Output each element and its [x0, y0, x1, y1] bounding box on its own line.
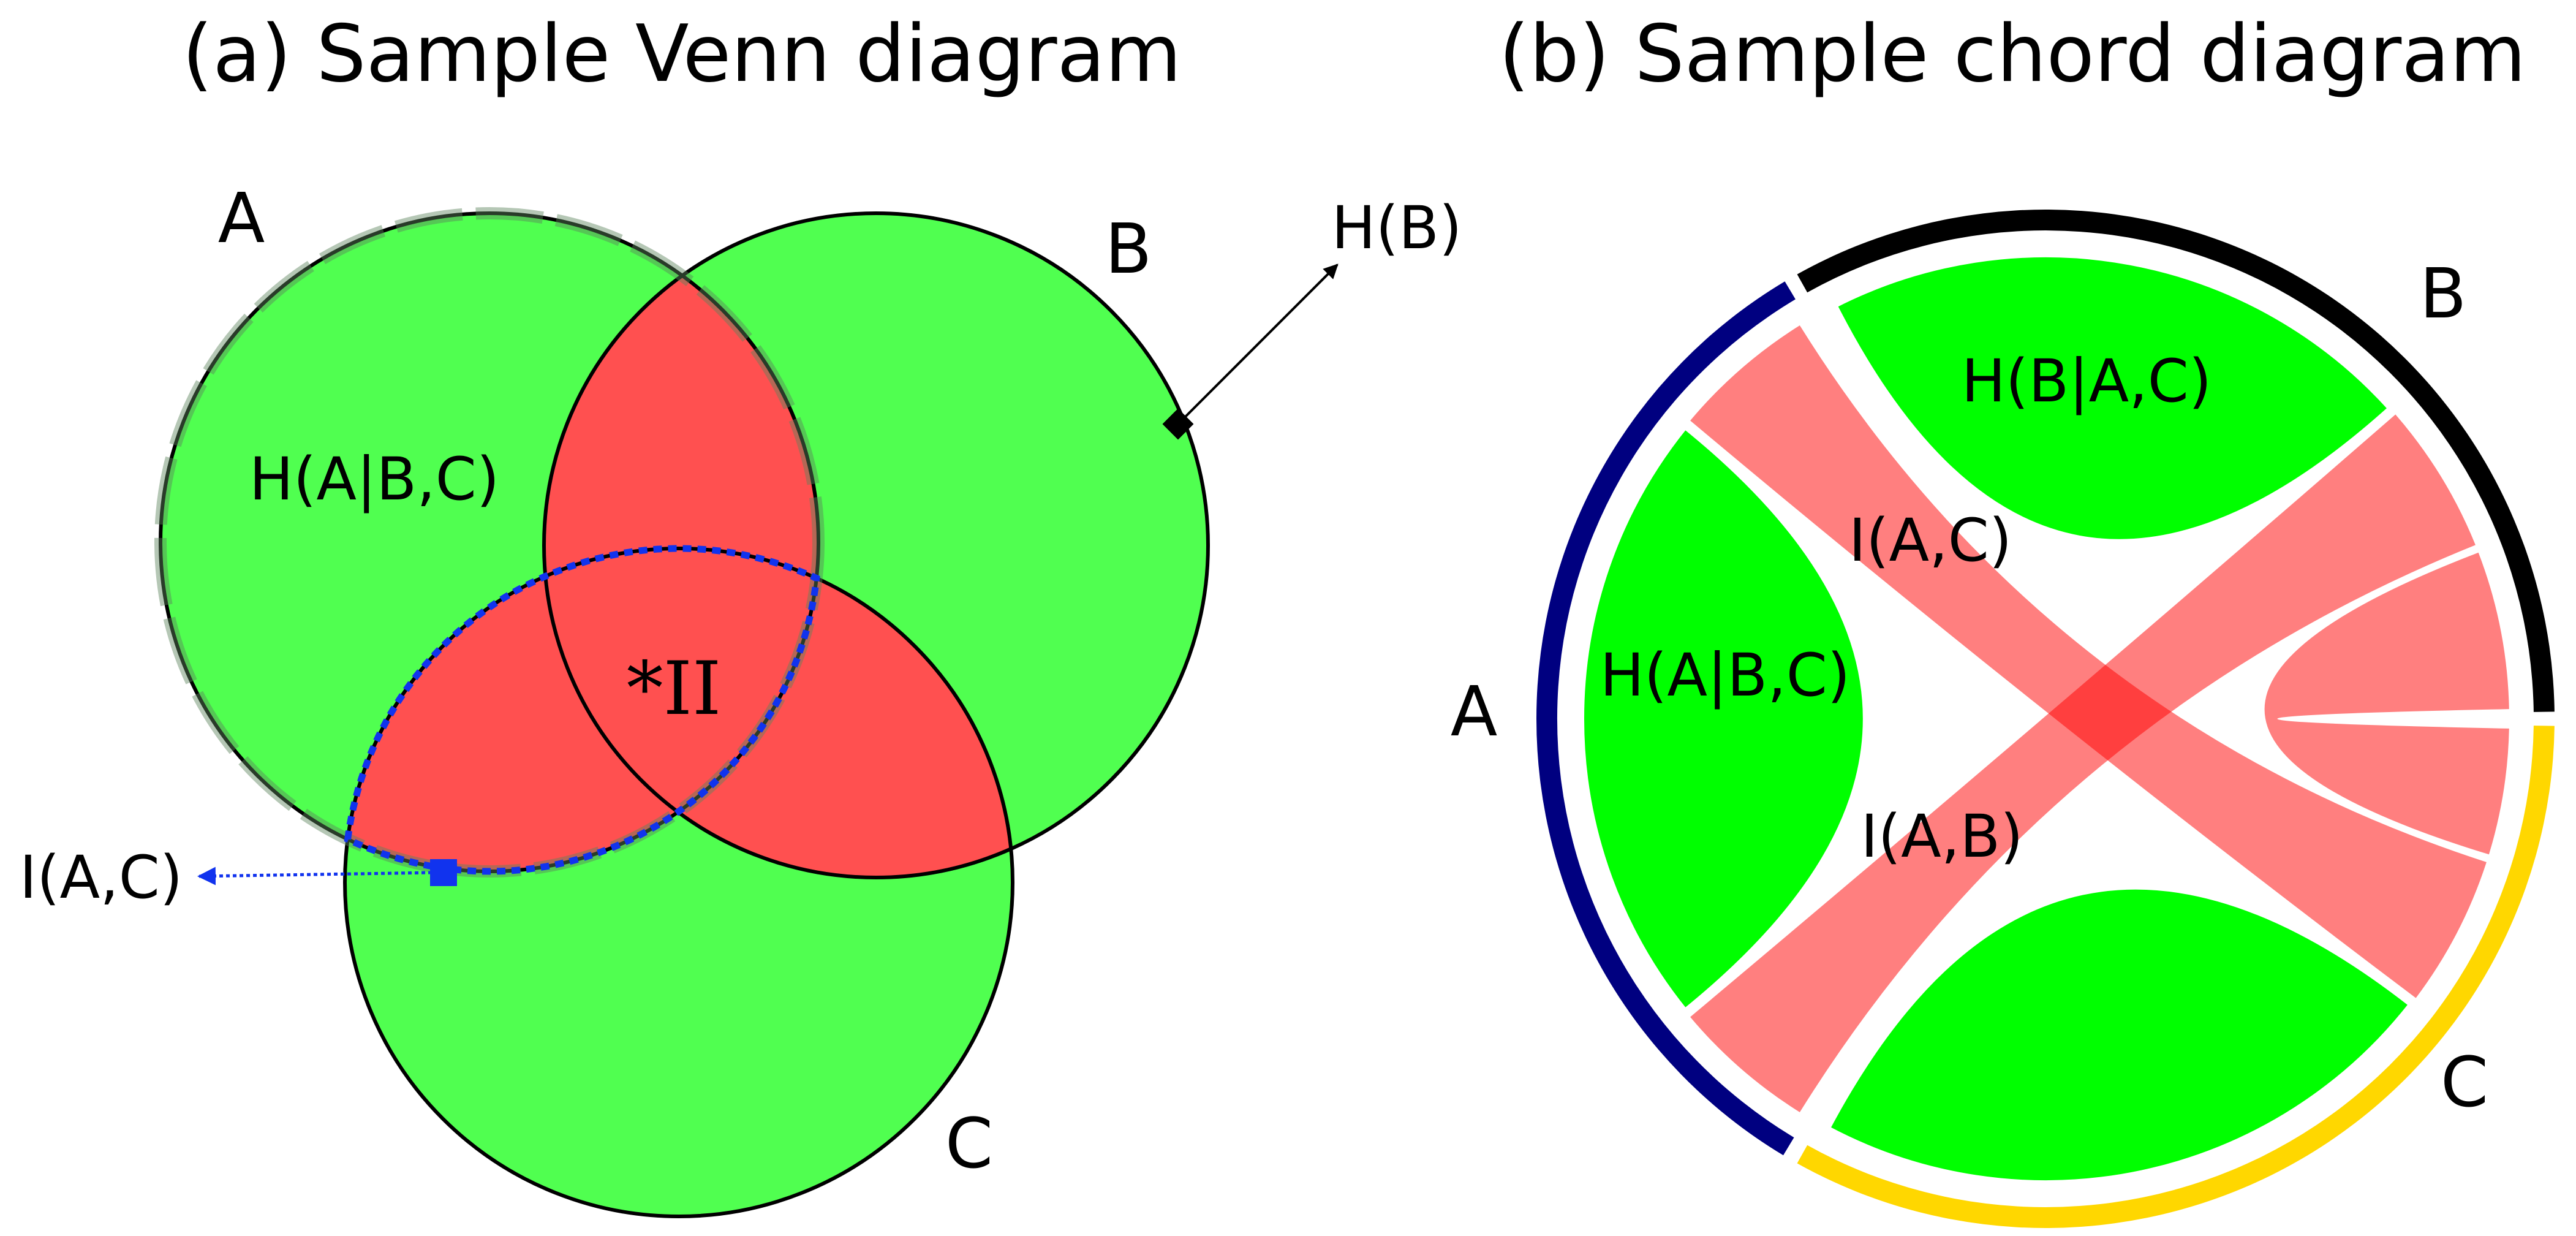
chord-diagram: (b) Sample chord diagram A B C H(B|A,C) …: [1451, 9, 2555, 1228]
chord-group-a-arc: [1536, 281, 1796, 1156]
chord-label-a: A: [1451, 672, 1498, 752]
chord-b-self: [1831, 252, 2394, 544]
venn-circle-c-outline: [343, 547, 1014, 1218]
venn-ac-dotted-outline: [344, 545, 820, 875]
chord-ribbon-bc: [2264, 552, 2509, 855]
venn-circle-b-outline: [542, 211, 1210, 879]
venn-center-label: *II: [627, 646, 722, 732]
venn-callout-ac-arrow: [197, 866, 432, 885]
chord-ac-label: I(A,C): [1849, 506, 2012, 575]
chord-ribbon-ab: [1690, 414, 2476, 1112]
venn-label-b: B: [1105, 210, 1152, 289]
chord-title: (b) Sample chord diagram: [1499, 9, 2526, 100]
chord-label-b: B: [2420, 254, 2467, 334]
venn-callout-b-label: H(B): [1332, 194, 1462, 262]
chord-c-self: [1824, 884, 2415, 1185]
chord-group-b-arc: [1797, 210, 2555, 712]
chord-a-self: [1579, 423, 1868, 1015]
venn-label-a: A: [218, 179, 265, 259]
chord-ab-label: I(A,B): [1860, 802, 2023, 871]
chord-label-c: C: [2441, 1043, 2488, 1123]
venn-title: (a) Sample Venn diagram: [182, 9, 1181, 100]
venn-square-marker-icon: [430, 859, 457, 886]
venn-diamond-marker-icon: [1162, 408, 1194, 440]
chord-a-self-label: H(A|B,C): [1600, 641, 1851, 710]
venn-region-bc: [545, 548, 1011, 878]
venn-callout-b-arrow: [1177, 264, 1339, 425]
chord-b-self-label: H(B|A,C): [1962, 347, 2212, 416]
venn-region-a-only-label: H(A|B,C): [249, 445, 500, 514]
venn-diagram: (a) Sample Venn diagram A B C H(A|B,C) *…: [20, 9, 1462, 1218]
chord-group-c-arc: [1797, 726, 2555, 1228]
chord-ribbon-ac: [1690, 325, 2487, 998]
venn-callout-ac-label: I(A,C): [20, 843, 183, 912]
venn-label-c: C: [945, 1104, 993, 1184]
